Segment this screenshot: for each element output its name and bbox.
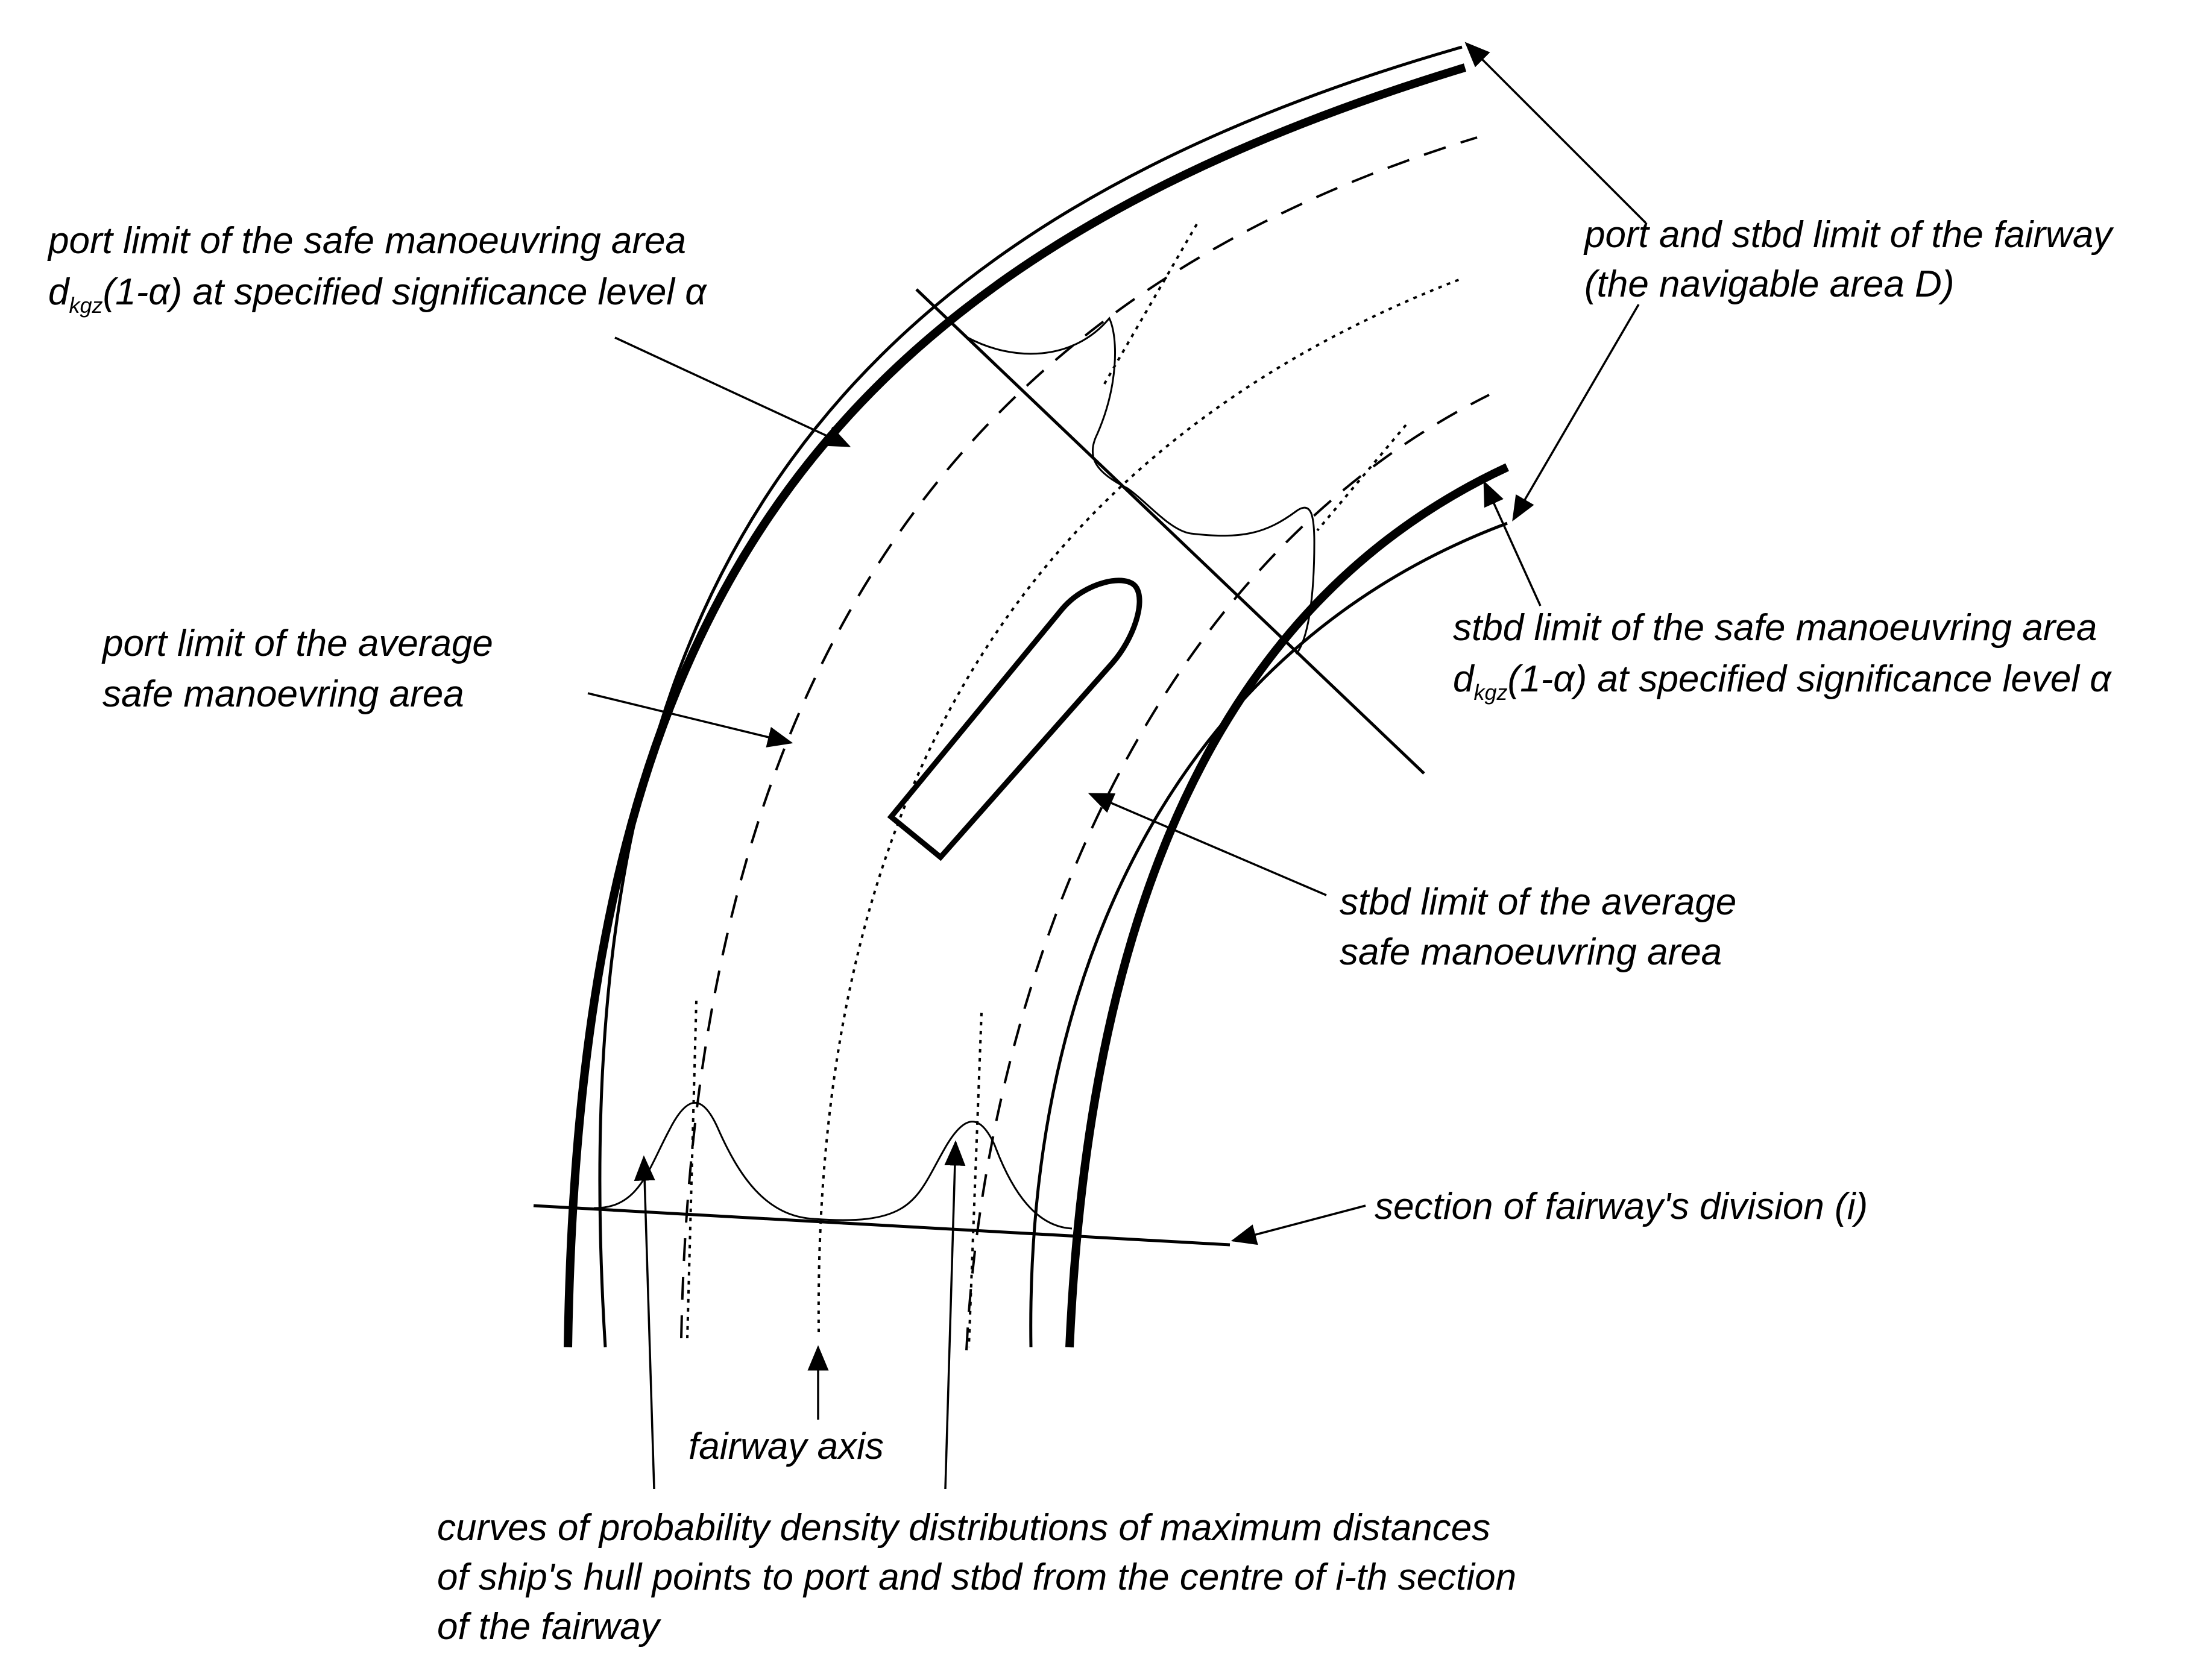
peak-guide-line (686, 1000, 698, 1339)
curves-label-line2: of ship's hull points to port and stbd f… (437, 1556, 1516, 1598)
port-avg-label-line2: safe manoevring area (102, 673, 464, 715)
curves-leader-stbd (944, 1140, 966, 1490)
peak-guide-line (968, 1012, 983, 1348)
fairway-axis-line (817, 277, 1463, 1333)
stbd-fairway-limit (1029, 521, 1508, 1348)
peak-guide-line (1102, 223, 1198, 387)
density-curve-port-lower (593, 1101, 815, 1220)
port-safe-label-line2: dkgz(1-α) at specified significance leve… (48, 271, 707, 318)
port-safe-label-line1: port limit of the safe manoeuvring area (47, 220, 686, 262)
peak-guide-line (1316, 424, 1407, 532)
port-fairway-limit (598, 45, 1463, 1348)
density-curve-port-upper (967, 316, 1191, 535)
curves-leader-port (634, 1155, 655, 1490)
port-safe-limit (564, 63, 1467, 1348)
section-line-upper (915, 288, 1425, 775)
stbd-avg-label-line1: stbd limit of the average (1340, 881, 1736, 923)
section-label: section of fairway's division (i) (1375, 1186, 1868, 1227)
ship-outline (887, 578, 1142, 861)
stbd-avg-label-line2: safe manoeuvring area (1340, 931, 1722, 973)
fairway-limit-leader-port (1464, 42, 1647, 224)
stbd-avg-leader (1088, 793, 1327, 896)
curves-label-line1: curves of probability density distributi… (437, 1507, 1490, 1549)
fairway-limit-label-line1: port and stbd limit of the fairway (1583, 214, 2114, 256)
density-curve-stbd-upper (1190, 506, 1316, 655)
port-avg-leader (587, 692, 793, 747)
section-leader (1230, 1204, 1366, 1245)
fairway-limit-leader-stbd (1512, 304, 1640, 522)
stbd-average-limit (965, 394, 1490, 1351)
port-average-limit (680, 136, 1478, 1339)
density-curve-stbd-lower (813, 1121, 1073, 1230)
stbd-safe-limit (1065, 463, 1509, 1348)
stbd-safe-label-line1: stbd limit of the safe manoeuvring area (1453, 607, 2097, 649)
stbd-safe-leader (1483, 480, 1542, 606)
port-avg-label-line1: port limit of the average (101, 623, 493, 664)
stbd-safe-label-line2: dkgz(1-α) at specified significance leve… (1453, 658, 2112, 705)
axis-label: fairway axis (688, 1426, 884, 1467)
fairway-limit-label-line2: (the navigable area D) (1584, 263, 1954, 305)
section-line-lower (533, 1204, 1230, 1247)
curves-label-line3: of the fairway (437, 1606, 662, 1648)
port-safe-leader (614, 336, 851, 447)
